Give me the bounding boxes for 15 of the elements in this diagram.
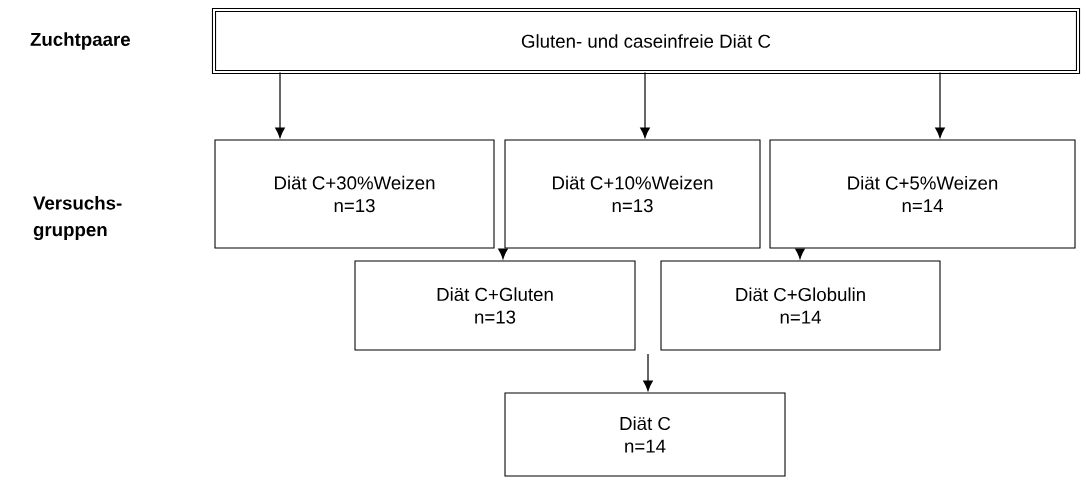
group-box: Diät C+Globulin n=14 [660,260,941,351]
heading-box: Gluten- und caseinfreie Diät C [211,7,1081,75]
group-box: Diät C+5%Weizen n=14 [769,139,1076,249]
arrow [935,71,945,138]
arrow [643,353,653,391]
row-label: Zuchtpaare [30,32,130,50]
arrow [795,248,805,259]
group-box: Diät C+30%Weizen n=13 [214,139,495,249]
arrow [275,71,285,138]
group-box: Diät C+Gluten n=13 [354,260,636,351]
row-label: Versuchs- gruppen [33,195,122,241]
arrow [498,248,508,259]
arrow [640,71,650,138]
group-box: Diät C+10%Weizen n=13 [504,139,761,249]
group-box: Diät C n=14 [504,392,786,477]
